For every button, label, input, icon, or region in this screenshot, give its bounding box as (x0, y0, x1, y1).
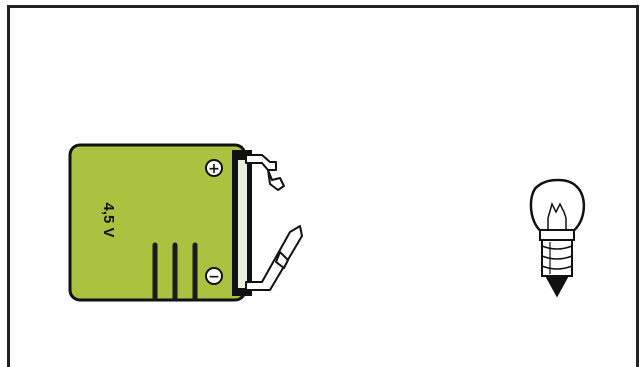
bulb-tip (546, 276, 568, 296)
negative-terminal: − (206, 268, 222, 285)
positive-terminal: + (206, 160, 222, 177)
bulb-glass (531, 180, 584, 232)
battery-voltage-label: 4,5 V (100, 202, 117, 237)
negative-symbol: − (208, 269, 220, 285)
positive-symbol: + (208, 161, 220, 177)
bulb (531, 180, 584, 296)
bulb-base (542, 240, 572, 276)
battery: 4,5 V + − (70, 145, 302, 300)
battery-contact-bottom (246, 226, 302, 290)
